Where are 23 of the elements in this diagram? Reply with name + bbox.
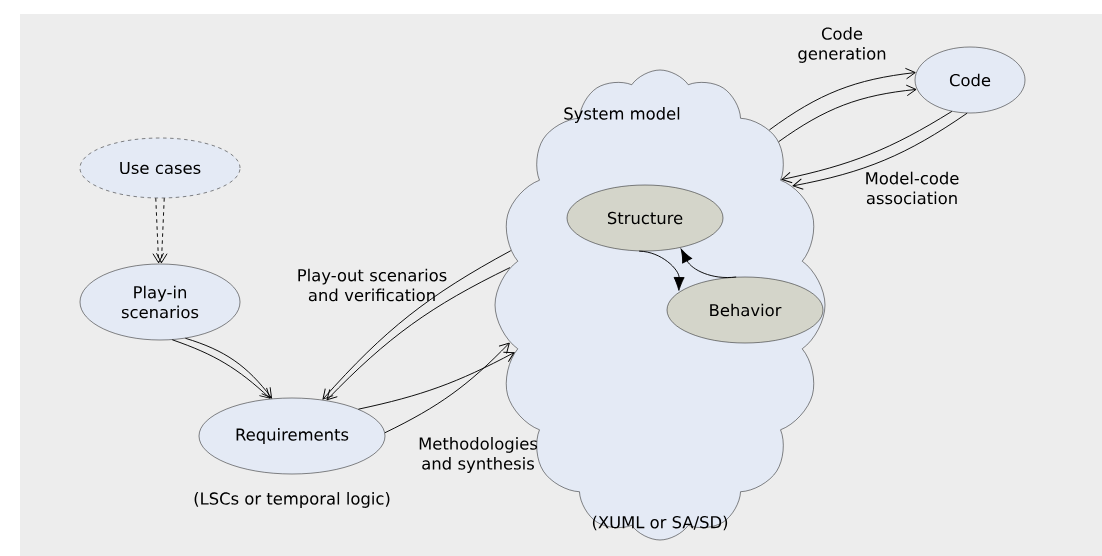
arrow — [781, 110, 953, 184]
node-caption: (LSCs or temporal logic) — [194, 492, 390, 508]
ellipse-node: Requirements — [198, 397, 386, 475]
arrow — [778, 84, 917, 143]
edge-label: Model-code association — [866, 171, 959, 205]
edge-label: Code generation — [798, 27, 886, 63]
arrow — [638, 250, 685, 291]
arrow — [768, 67, 916, 131]
arrow — [384, 342, 510, 434]
arrow — [171, 339, 271, 399]
node-caption: (XUML or SA/SD) — [592, 515, 728, 531]
ellipse-node: Behavior — [666, 276, 824, 344]
ellipse-node: Play-in scenarios — [79, 263, 241, 341]
arrow — [792, 112, 968, 190]
ellipse-node: Code — [914, 46, 1026, 114]
arrow — [184, 337, 273, 399]
arrow — [680, 248, 737, 278]
ellipse-node: Use cases — [79, 137, 241, 199]
ellipse-node: Structure — [566, 184, 724, 252]
edge-label: Play-out scenarios and verification — [298, 268, 447, 302]
arrow — [152, 197, 164, 264]
arrow — [156, 197, 168, 264]
arrow — [357, 351, 515, 410]
